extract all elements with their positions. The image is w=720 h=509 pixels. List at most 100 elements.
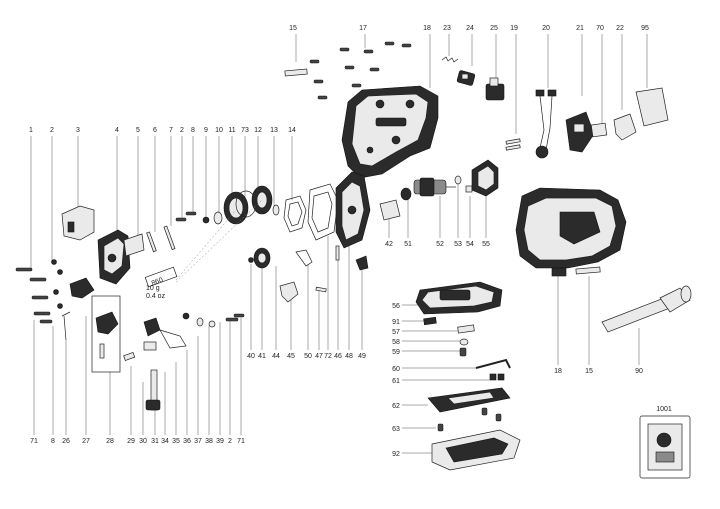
part-24-switch — [456, 70, 476, 86]
callout-28: 28 — [106, 438, 114, 445]
part-10-washer — [213, 211, 223, 225]
callout-3: 3 — [76, 127, 80, 134]
callout-29: 29 — [127, 438, 135, 445]
callout-90: 90 — [635, 368, 643, 375]
part-63-screws — [437, 407, 502, 432]
grease-04oz: 0.4 oz — [146, 293, 166, 300]
part-56-base-body — [415, 281, 503, 315]
callout-57: 57 — [392, 329, 400, 336]
part-20-wiring — [535, 89, 557, 159]
grease-10g: 10 g — [146, 285, 160, 292]
part-18-housing-half — [341, 85, 439, 179]
part-15-top-bar — [284, 68, 308, 77]
callout-22: 22 — [616, 25, 624, 32]
callout-52: 52 — [436, 241, 444, 248]
callout-1001: 1001 — [656, 406, 672, 413]
part-19-pins — [505, 138, 521, 151]
part-2-nuts — [51, 259, 63, 309]
callout-13: 13 — [270, 127, 278, 134]
part-6-7-rods — [146, 225, 176, 253]
callout-58: 58 — [392, 339, 400, 346]
callout-17: 17 — [359, 25, 367, 32]
callouts-left-top: 1 2 3 4 5 6 7 2 8 9 10 11 73 12 13 14 — [29, 127, 296, 268]
callout-50: 50 — [304, 353, 312, 360]
callout-15-right: 15 — [585, 368, 593, 375]
callout-38: 38 — [205, 438, 213, 445]
callout-23: 23 — [443, 25, 451, 32]
part-50-bracket — [295, 249, 313, 267]
callout-20: 20 — [542, 25, 550, 32]
callout-14: 14 — [288, 127, 296, 134]
callout-19: 19 — [510, 25, 518, 32]
part-14-gasket — [283, 195, 307, 233]
part-18-housing-assembled — [515, 187, 627, 277]
callout-27: 27 — [82, 438, 90, 445]
part-22-clip — [613, 113, 637, 141]
part-40-ball — [248, 257, 254, 263]
part-34-39-guides — [143, 312, 245, 351]
part-26-rod — [61, 311, 71, 341]
part-61-pins — [489, 373, 505, 381]
callout-10: 10 — [215, 127, 223, 134]
grease-860: 860 — [151, 277, 164, 288]
callout-92: 92 — [392, 451, 400, 458]
callout-71-right: 71 — [237, 438, 245, 445]
callout-31: 31 — [151, 438, 159, 445]
callout-18-right: 18 — [554, 368, 562, 375]
callout-59: 59 — [392, 349, 400, 356]
part-1001-box — [639, 415, 691, 479]
callout-26: 26 — [62, 438, 70, 445]
callouts-right: 18 15 90 — [554, 276, 643, 375]
callouts-mid: 42 51 52 53 54 55 — [385, 184, 490, 248]
callout-11: 11 — [228, 127, 235, 134]
part-5-plate — [123, 233, 145, 257]
part-25-switch-module — [485, 77, 505, 101]
part-70-pad — [590, 122, 608, 138]
part-49-clip — [355, 255, 369, 271]
callout-37: 37 — [194, 438, 202, 445]
part-42-cap — [379, 199, 401, 221]
callout-6: 6 — [153, 127, 157, 134]
part-92-shoe — [431, 429, 521, 471]
part-91-pad — [423, 316, 437, 326]
callouts-top: 15 17 18 23 24 25 19 20 21 70 22 95 — [289, 25, 649, 134]
part-57-plate — [457, 324, 475, 334]
callout-46: 46 — [334, 353, 342, 360]
callout-8-bottom: 8 — [51, 438, 55, 445]
callout-40: 40 — [247, 353, 255, 360]
callout-49: 49 — [358, 353, 366, 360]
callout-4: 4 — [115, 127, 119, 134]
callout-55: 55 — [482, 241, 490, 248]
callout-1: 1 — [29, 127, 33, 134]
callout-47: 47 — [315, 353, 323, 360]
callout-72: 72 — [324, 353, 332, 360]
callout-41: 41 — [258, 353, 266, 360]
callout-2-mid: 2 — [180, 127, 184, 134]
callout-48: 48 — [345, 353, 353, 360]
part-23-spring — [441, 56, 459, 63]
callout-7: 7 — [169, 127, 173, 134]
part-53-washer — [454, 175, 462, 185]
part-28-blade-clamp — [91, 295, 121, 373]
part-54-nut — [465, 185, 473, 193]
callout-2-top: 2 — [50, 127, 54, 134]
part-62-base-plate — [427, 387, 511, 413]
part-11-gear — [223, 191, 249, 225]
callout-91: 91 — [392, 319, 400, 326]
callout-21: 21 — [576, 25, 584, 32]
part-27-bracket — [69, 277, 95, 299]
callout-12: 12 — [254, 127, 262, 134]
callout-56: 56 — [392, 303, 400, 310]
callout-63: 63 — [392, 426, 400, 433]
part-29-31-plunger — [123, 351, 161, 411]
part-48-gear-housing — [335, 171, 371, 249]
part-55-stator — [471, 159, 499, 197]
callout-51: 51 — [404, 241, 412, 248]
part-17-screws — [309, 41, 412, 100]
callout-45: 45 — [287, 353, 295, 360]
part-1-screws — [15, 267, 53, 324]
callout-30: 30 — [139, 438, 147, 445]
part-21-module — [565, 111, 595, 153]
callout-5: 5 — [136, 127, 140, 134]
